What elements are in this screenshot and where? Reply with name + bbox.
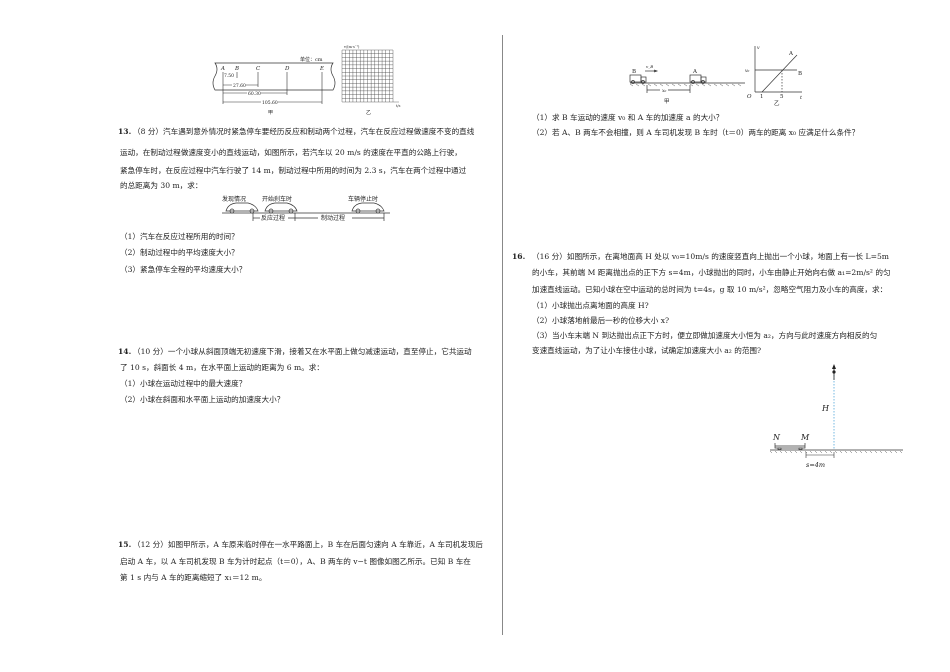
- label-h: H: [821, 404, 830, 413]
- label-n: N: [772, 433, 781, 442]
- v-axis-label: v: [757, 46, 760, 51]
- unit-label: 单位：cm: [300, 56, 323, 63]
- label-discover: 发现情况: [222, 195, 246, 203]
- ball-icon: [832, 370, 836, 374]
- question-14-number: 14.: [118, 347, 132, 356]
- q14-text-line: 了 10 s，斜面长 4 m，在水平面上运动的距离为 6 m。求：: [120, 363, 324, 372]
- question-16-number: 16.: [512, 252, 526, 261]
- t-axis-label: t: [800, 95, 803, 101]
- q14-sub-1: （1）小球在运动过程中的最大速度？: [120, 379, 247, 388]
- grid-y-label: v/(m·s⁻¹): [343, 45, 360, 49]
- label-stop: 车辆停止时: [348, 195, 378, 203]
- figure-label-yi: 乙: [366, 109, 371, 116]
- q16-text-line: 的小车，其前端 M 距离抛出点的正下方 s=4m，小球抛出的同时，小车由静止开始…: [532, 268, 891, 277]
- q15-text-line: 第 1 s 内与 A 车的距离缩短了 x₁＝12 m。: [120, 573, 267, 582]
- label-braking-phase: 制动过程: [321, 214, 345, 222]
- line-a-label: A: [788, 51, 794, 57]
- q15-text-line: （12 分）如图甲所示，A 车原来临时停在一水平路面上，B 车在后面匀速向 A …: [133, 540, 483, 549]
- label-m: M: [800, 433, 810, 442]
- line-b-label: B: [798, 71, 802, 77]
- point-d: D: [284, 66, 290, 72]
- point-e: E: [319, 66, 324, 72]
- point-b: B: [234, 66, 239, 72]
- label-mask: [247, 90, 261, 96]
- label-vb: v_B: [646, 64, 653, 69]
- question-15-number: 15.: [118, 540, 132, 549]
- label-x0: x₀: [662, 89, 667, 94]
- distance-ad: 60.30: [248, 91, 261, 97]
- label-mask: [261, 99, 278, 105]
- blank-grid: [341, 49, 399, 103]
- distance-ab: 7.50: [224, 73, 234, 79]
- question-13-number: 13.: [118, 127, 132, 136]
- q16-sub-3-cont: 变速直线运动，为了让小车接住小球，试确定加速度大小 a₂ 的范围?: [532, 346, 762, 355]
- q15-text-line: 启动 A 车，以 A 车司机发现 B 车为计时起点（t＝0），A、B 两车的 v…: [120, 557, 471, 566]
- label-brake-start: 开始刹车时: [262, 195, 292, 203]
- q13-sub-3: （3）紧急停车全程的平均速度大小？: [120, 265, 247, 274]
- label-truck-a: A: [692, 69, 698, 75]
- q14-sub-2: （2）小球在斜面和水平面上运动的加速度大小？: [120, 395, 285, 404]
- q14-text-line: （10 分）一个小球从斜面顶端无初速度下滑，接着又在水平面上做匀减速运动，直至停…: [133, 347, 472, 356]
- q16-sub-2: （2）小球落地前最后一秒的位移大小 x?: [532, 316, 670, 325]
- q13-sub-2: （2）制动过程中的平均速度大小？: [120, 248, 239, 257]
- arrow-up-icon: [832, 364, 836, 369]
- figure-label-jia: 甲: [268, 110, 273, 116]
- label-truck-b: B: [632, 69, 636, 75]
- distance-ac: 27.60: [233, 83, 246, 89]
- distance-ae: 105.60: [262, 100, 278, 106]
- q13-text-line: 紧急停车时，在反应过程中汽车行驶了 14 m，制动过程中所用的时间为 2.3 s…: [120, 166, 467, 175]
- grid-x-label: t/s: [396, 104, 401, 108]
- tick-1: 1: [760, 94, 764, 100]
- q13-text-line: 运动，在制动过程做速度变小的直线运动，如图所示，若汽车以 20 m/s 的速度在…: [120, 148, 462, 157]
- truck-a-icon: [689, 74, 707, 84]
- cart-icon: [774, 443, 806, 450]
- label-reaction-phase: 反应过程: [261, 214, 285, 222]
- q15-sub-2: （2）若 A、B 两车不会相撞，则 A 车司机发现 B 车时（t＝0）两车的距离…: [532, 128, 860, 137]
- label-s: s=4m: [806, 461, 825, 469]
- point-a: A: [220, 66, 225, 72]
- q16-sub-3: （3）当小车末端 N 到达抛出点正下方时，便立即做加速度大小恒为 a₂，方向与此…: [532, 331, 878, 340]
- column-divider: [502, 35, 503, 635]
- origin-label: O: [747, 94, 752, 100]
- q16-sub-1: （1）小球抛出点离地面的高度 H?: [532, 301, 649, 310]
- q16-text-line: （16 分）如图所示，在离地面高 H 处以 v₀=10m/s 的速度竖直向上抛出…: [532, 252, 889, 261]
- paper-tape: [212, 62, 336, 91]
- figure-label-yi: 乙: [774, 100, 780, 107]
- q13-text-line: （8 分）汽车遇到意外情况时紧急停车要经历反应和制动两个过程，汽车在反应过程做速…: [133, 127, 475, 136]
- q16-text-line: 加速直线运动。已知小球在空中运动的总时间为 t=4s，g 取 10 m/s²，忽…: [532, 285, 888, 294]
- v0-tick-label: v₀: [745, 69, 750, 74]
- truck-b-icon: [629, 74, 647, 84]
- label-mask: [232, 82, 246, 88]
- point-c: C: [256, 66, 261, 72]
- figure-label-jia: 甲: [664, 98, 670, 105]
- q13-text-line: 的总距离为 30 m，求：: [120, 181, 203, 190]
- tick-5: 5: [780, 94, 784, 100]
- line-a: [761, 54, 798, 93]
- q15-sub-1: （1）求 B 车运动的速度 v₀ 和 A 车的加速度 a 的大小？: [532, 113, 724, 122]
- q13-sub-1: （1）汽车在反应过程所用的时间？: [120, 232, 239, 241]
